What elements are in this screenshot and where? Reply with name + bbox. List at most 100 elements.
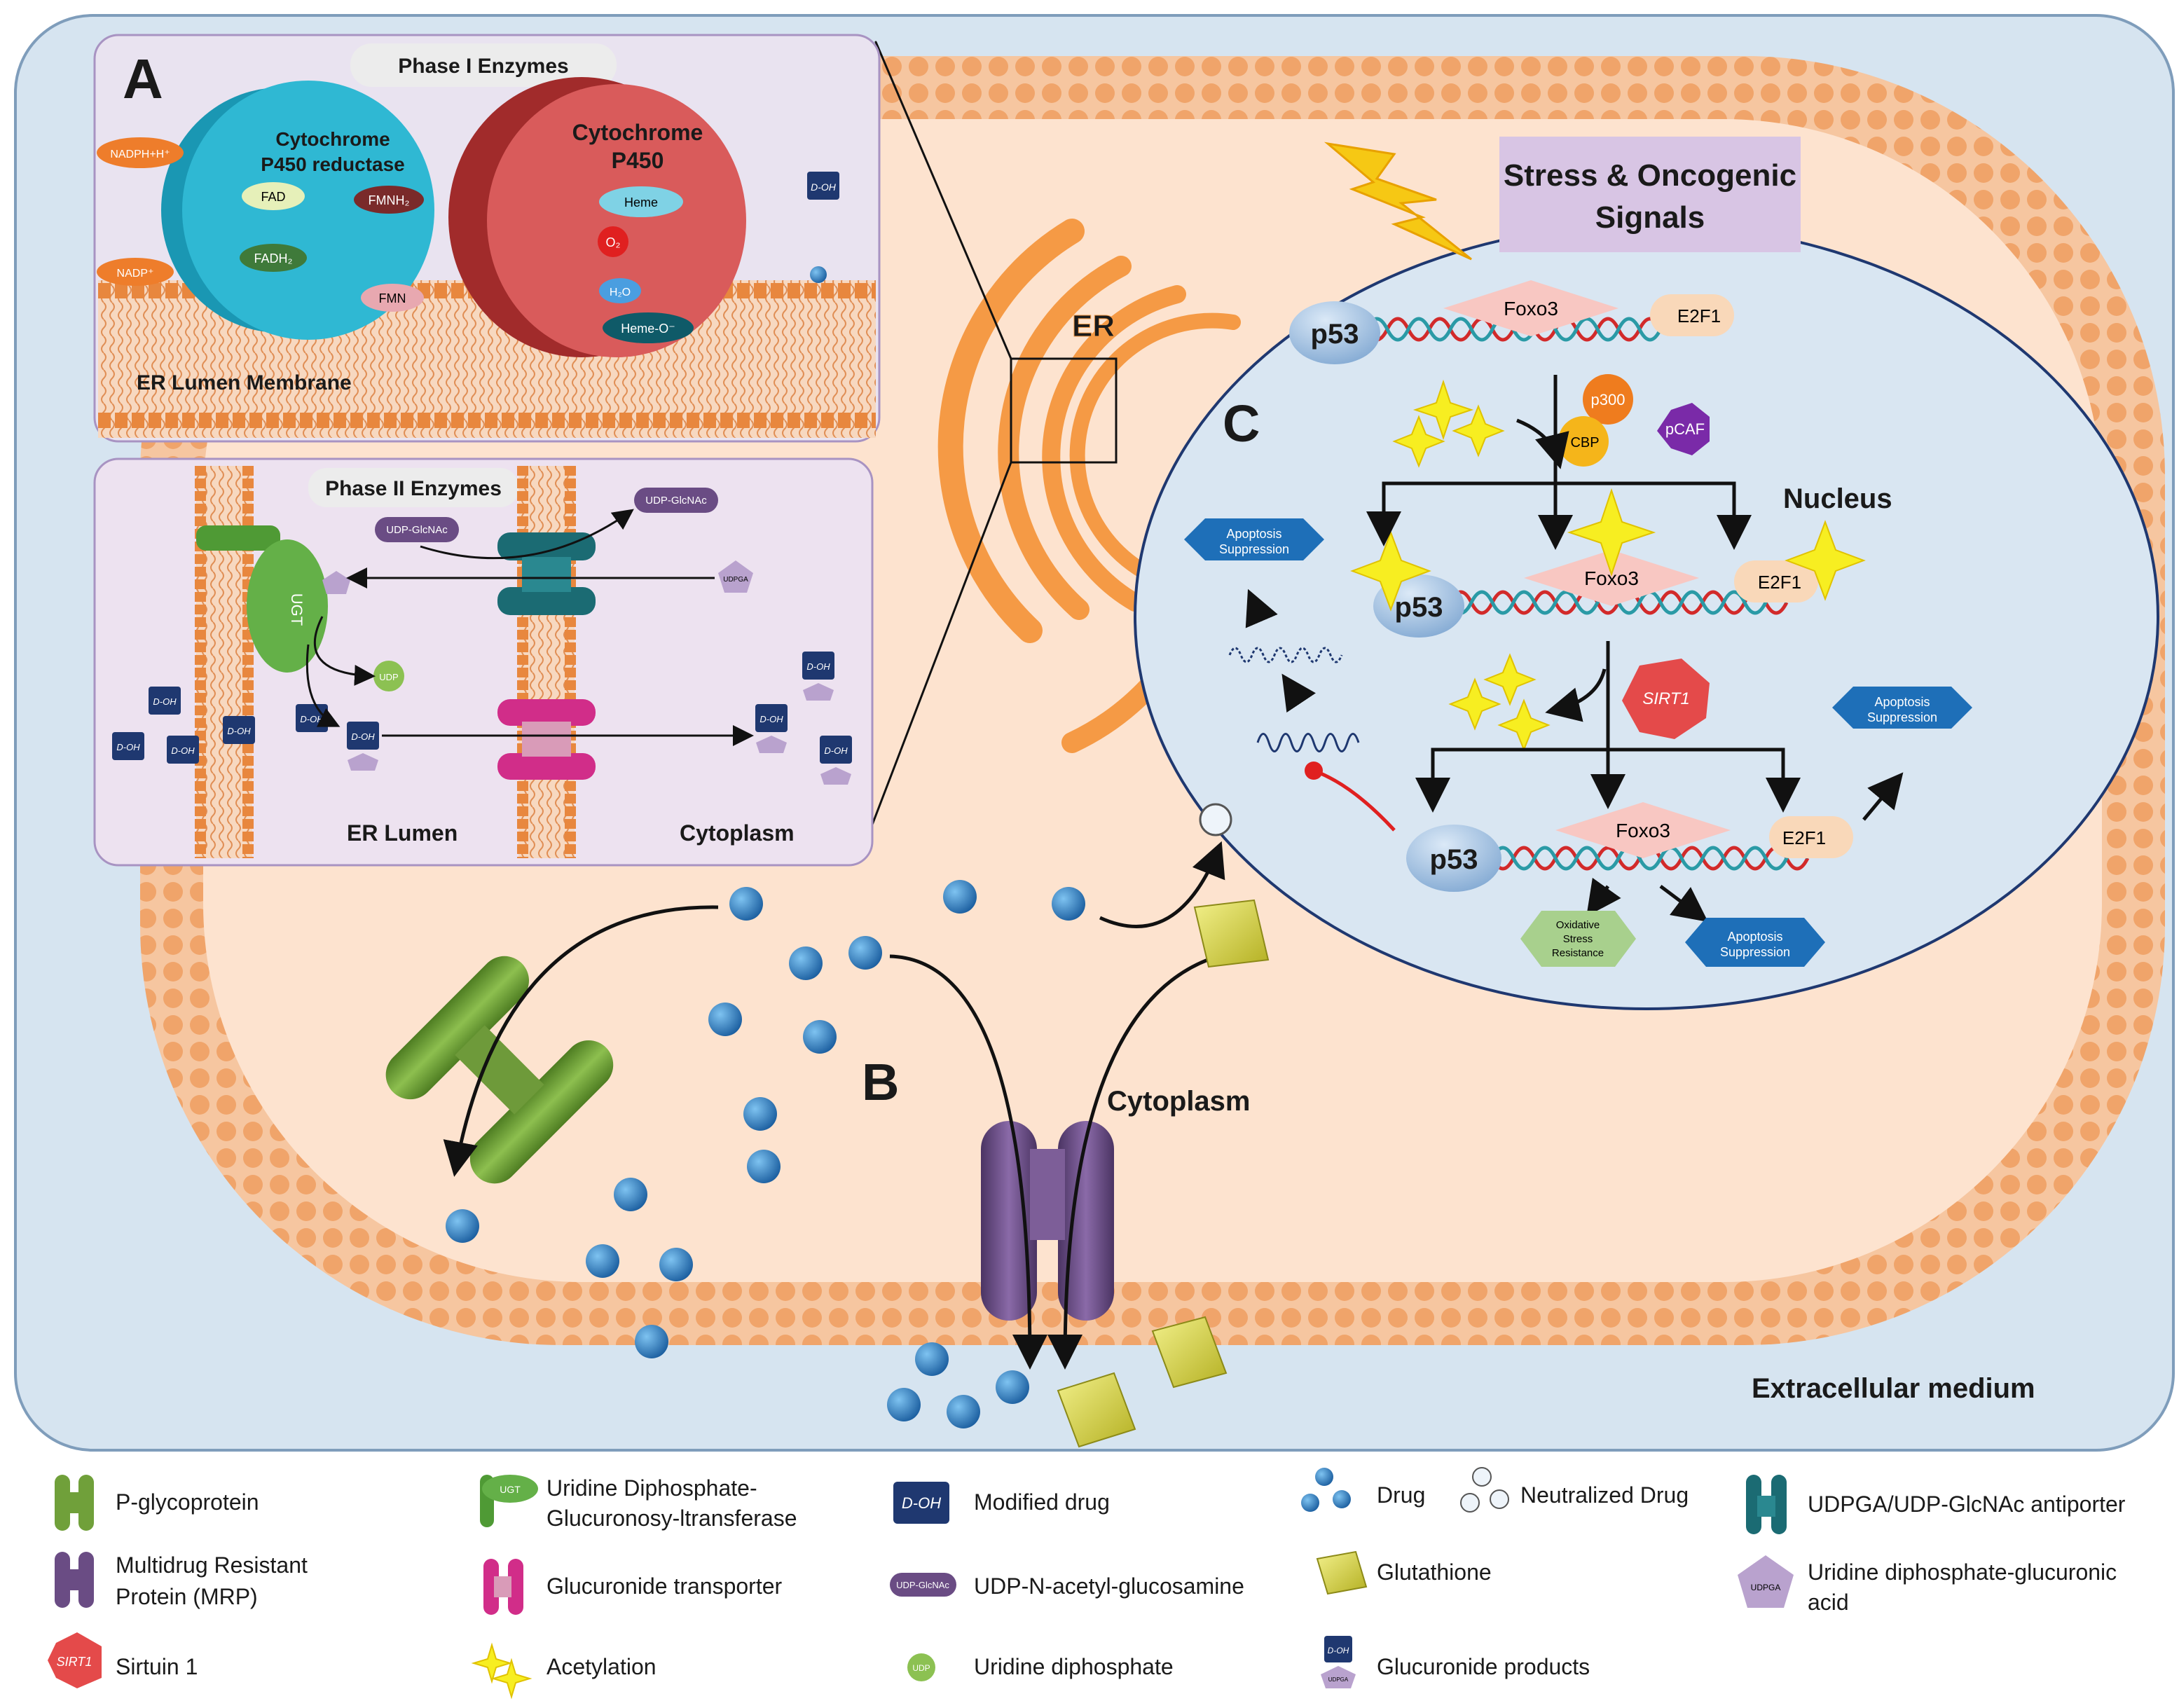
legend-glcnac-icon-label: UDP-GlcNAc (896, 1580, 949, 1590)
doh-text: D-OH (351, 731, 375, 742)
suppression-label: Suppression (1219, 542, 1289, 556)
legend-ugt: UGT Uridine Diphosphate- Glucuronosy-ltr… (480, 1475, 797, 1531)
lightning-icon (1324, 142, 1472, 261)
doh-text: D-OH (824, 745, 848, 756)
p53-node-3 (1406, 825, 1501, 892)
legend-acetylation: Acetylation (471, 1642, 657, 1700)
cytoplasm-label: Cytoplasm (1107, 1086, 1251, 1117)
legend-ugt-label-1: Uridine Diphosphate- (547, 1475, 757, 1501)
udpga-label: UDPGA (723, 576, 748, 584)
doh-group (112, 652, 852, 764)
legend-modified-drug: D-OH Modified drug (893, 1482, 1110, 1524)
neutralized-drug (1199, 803, 1232, 836)
er-zoom-box (1010, 357, 1118, 464)
glucuronide-products (322, 571, 851, 785)
panel-a-phase-one: A Phase I Enzymes ER Lumen Membrane Cyto… (93, 34, 881, 443)
h2o-label: H₂O (610, 287, 631, 298)
legend-glucuronide-transporter: Glucuronide transporter (483, 1559, 783, 1615)
doh-label: D-OH (811, 181, 837, 193)
legend-glut-label: Glucuronide transporter (547, 1573, 783, 1599)
suppression-label: Suppression (1867, 710, 1937, 724)
legend-mrp-label-2: Protein (MRP) (116, 1584, 258, 1609)
sirt1-label: SIRT1 (1642, 689, 1690, 708)
er-lumen-label: ER Lumen (347, 820, 458, 846)
legend-udp: UDP Uridine diphosphate (907, 1653, 1174, 1681)
apoptosis-label: Apoptosis (1727, 930, 1782, 944)
e2f1-label: E2F1 (1758, 572, 1801, 593)
legend-udpga: UDPGA Uridine diphosphate-glucuronic aci… (1738, 1555, 2117, 1615)
legend-drug-label: Drug (1377, 1482, 1425, 1508)
legend-doh-icon-label: D-OH (902, 1494, 941, 1512)
legend-ugt-icon-label: UGT (500, 1484, 521, 1495)
legend-products-label: Glucuronide products (1377, 1654, 1590, 1679)
p53-label: p53 (1430, 844, 1478, 875)
oxidative-label: Oxidative (1556, 919, 1600, 931)
udp-label: UDP (379, 672, 398, 682)
dna-row-2 (1406, 590, 1789, 615)
legend-sirt1-label: Sirtuin 1 (116, 1654, 198, 1679)
legend-sirt1: SIRT1 Sirtuin 1 (48, 1632, 198, 1688)
panel-c-letter: C (1223, 394, 1260, 453)
legend-glucuronide-products: D-OH UDPGA Glucuronide products (1321, 1636, 1590, 1688)
legend-glcnac: UDP-GlcNAc UDP-N-acetyl-glucosamine (890, 1573, 1244, 1599)
foxo3-label: Foxo3 (1616, 820, 1670, 841)
legend-udpga-label-1: Uridine diphosphate-glucuronic (1808, 1559, 2117, 1585)
legend-udpga-icon-label: UDPGA (1751, 1583, 1781, 1592)
e2f1-label: E2F1 (1782, 827, 1826, 848)
endoplasmic-reticulum: ER (867, 41, 1241, 835)
heme-label: Heme (624, 195, 658, 209)
er-label: ER (1072, 309, 1115, 343)
apoptosis-label: Apoptosis (1226, 527, 1281, 541)
drug-molecule (810, 266, 827, 283)
resistance-label: Resistance (1552, 947, 1604, 959)
legend-acetyl-label: Acetylation (547, 1654, 657, 1679)
phase-two-cytoplasm-label: Cytoplasm (680, 820, 795, 846)
legend-ugt-label-2: Glucuronosy-ltransferase (547, 1506, 797, 1531)
fad-label: FAD (261, 190, 285, 204)
udp-glcnac-label: UDP-GlcNAc (386, 524, 448, 536)
apoptosis-suppression-1: Apoptosis Suppression (1184, 518, 1324, 560)
fmn-label: FMN (379, 291, 406, 305)
heme-o-label: Heme-O⁻ (621, 322, 675, 336)
phase-one-title: Phase I Enzymes (398, 55, 568, 78)
e2f1-node-2 (1734, 560, 1818, 602)
phase-two-title: Phase II Enzymes (325, 477, 502, 500)
panel-a-phase-two: Phase II Enzymes UGT UDP-GlcNAc UDP-GlcN… (93, 457, 874, 867)
suppression-label: Suppression (1720, 945, 1790, 959)
foxo3-node-2 (1524, 550, 1699, 606)
glutathione (1057, 899, 1270, 1448)
doh-text: D-OH (153, 696, 177, 707)
p450-label-2: P450 (612, 148, 664, 173)
stress-label-1: Stress & Oncogenic (1504, 158, 1796, 193)
pcaf-label: pCAF (1665, 420, 1705, 438)
legend-products-udpga-label: UDPGA (1328, 1676, 1349, 1683)
p300-label: p300 (1591, 391, 1625, 408)
e2f1-label: E2F1 (1677, 305, 1721, 326)
acetylation-stars (1350, 379, 1866, 752)
foxo3-label: Foxo3 (1504, 298, 1558, 319)
apoptosis-suppression-3: Apoptosis Suppression (1685, 918, 1825, 967)
reductase-label-2: P450 reductase (261, 153, 404, 175)
panel-b-transport: B Cytoplasm Extracellular medium (385, 803, 2035, 1448)
nucleus-label: Nucleus (1783, 483, 1892, 514)
er-lumen-membrane-label: ER Lumen Membrane (137, 371, 352, 394)
foxo3-node-3 (1555, 802, 1731, 858)
legend-mrp: Multidrug Resistant Protein (MRP) (55, 1552, 308, 1609)
p-glycoprotein (385, 956, 614, 1184)
legend-drug: Drug Neutralized Drug (1301, 1467, 1689, 1513)
drugs (446, 880, 1085, 1428)
legend-neutral-label: Neutralized Drug (1520, 1482, 1689, 1508)
legend-udpga-label-2: acid (1808, 1590, 1849, 1615)
oxidative-stress-resistance: Oxidative Stress Resistance (1520, 911, 1636, 967)
stress-label: Stress (1563, 933, 1593, 945)
doh-text: D-OH (806, 661, 830, 672)
apoptosis-label: Apoptosis (1874, 695, 1930, 709)
legend-pgp-label: P-glycoprotein (116, 1489, 259, 1515)
legend-pgp: P-glycoprotein (55, 1475, 259, 1531)
ugt-label: UGT (288, 593, 305, 626)
apoptosis-suppression-2: Apoptosis Suppression (1832, 687, 1972, 729)
fadh2-label: FADH₂ (254, 252, 293, 266)
legend-antiporter-label: UDPGA/UDP-GlcNAc antiporter (1808, 1492, 2126, 1517)
sirt1-node (1622, 659, 1710, 739)
